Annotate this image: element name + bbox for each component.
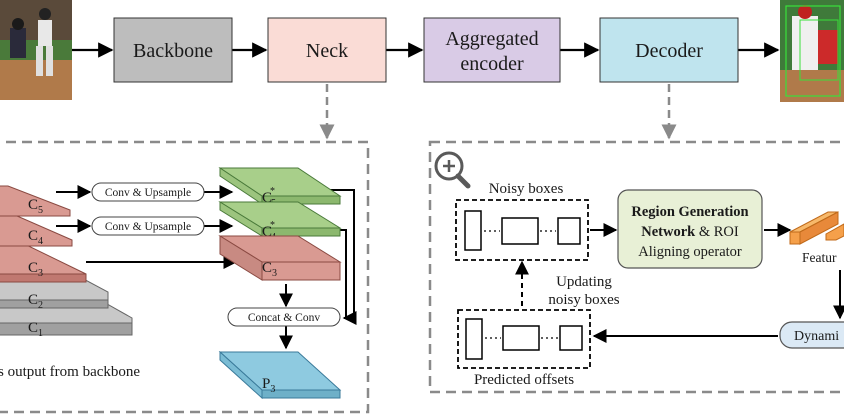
svg-text:Conv & Upsample: Conv & Upsample [105,221,191,233]
c4-label: C4 [28,228,43,247]
conv-upsample-box-1: Conv & Upsample [91,182,205,202]
backbone-block: Backbone [113,17,233,83]
expand-arrows [319,84,677,140]
conv-upsample-box-2: Conv & Upsample [91,216,205,236]
aggregated-encoder-block: Aggregated encoder [423,17,561,83]
rgn-line2: Network & ROI [641,224,739,240]
rgn-line1: Region Generation [631,204,748,220]
svg-text:Concat & Conv: Concat & Conv [248,312,320,324]
concat-conv-box: Concat & Conv [227,307,341,327]
neck-label: Neck [306,40,348,62]
neck-block: Neck [267,17,387,83]
predicted-offsets-label: Predicted offsets [474,372,574,388]
feature-cuboids [789,211,844,245]
encoder-label-line1: Aggregated [445,28,538,50]
input-image [0,0,72,100]
output-image [780,0,844,102]
decoder-block: Decoder [599,17,739,83]
c1-label: C1 [28,320,43,339]
backbone-label: Backbone [133,40,213,62]
c3-right-label: C3 [262,260,277,279]
c2-label: C2 [28,292,43,311]
p3-label: P3 [262,376,275,395]
magnifier-icon [434,151,471,189]
updating-label-line2: noisy boxes [548,292,619,308]
predicted-offsets-group [457,309,591,369]
c4-layer: C4 [0,211,73,247]
c3-label: C3 [28,260,43,279]
c5-label: C5 [28,197,43,216]
c4-star-layer: C4* [218,201,342,243]
dynamic-label: Dynami [794,329,839,344]
svg-text:Conv & Upsample: Conv & Upsample [105,187,191,199]
encoder-label-line2: encoder [460,53,524,75]
noisy-boxes-label: Noisy boxes [489,181,564,197]
rgn-line3: Aligning operator [638,244,742,260]
dynamic-block: Dynami [779,321,844,349]
c5-star-layer: C5* [218,167,342,209]
updating-label-line1: Updating [556,274,612,290]
decoder-detail-panel: Noisy boxes Region Generation Network & … [428,140,844,394]
neck-detail-panel: C1 C2 C3 C4 C5 [0,140,370,414]
noisy-boxes-group [455,199,589,261]
c3-right-layer: C3 [218,235,342,281]
c5-layer: C5 [0,185,71,217]
features-label: Featur [802,250,837,265]
p3-layer: P3 [218,350,342,400]
region-generation-block: Region Generation Network & ROI Aligning… [617,189,763,269]
decoder-label: Decoder [635,40,703,62]
backbone-output-caption: s output from backbone [0,364,140,380]
